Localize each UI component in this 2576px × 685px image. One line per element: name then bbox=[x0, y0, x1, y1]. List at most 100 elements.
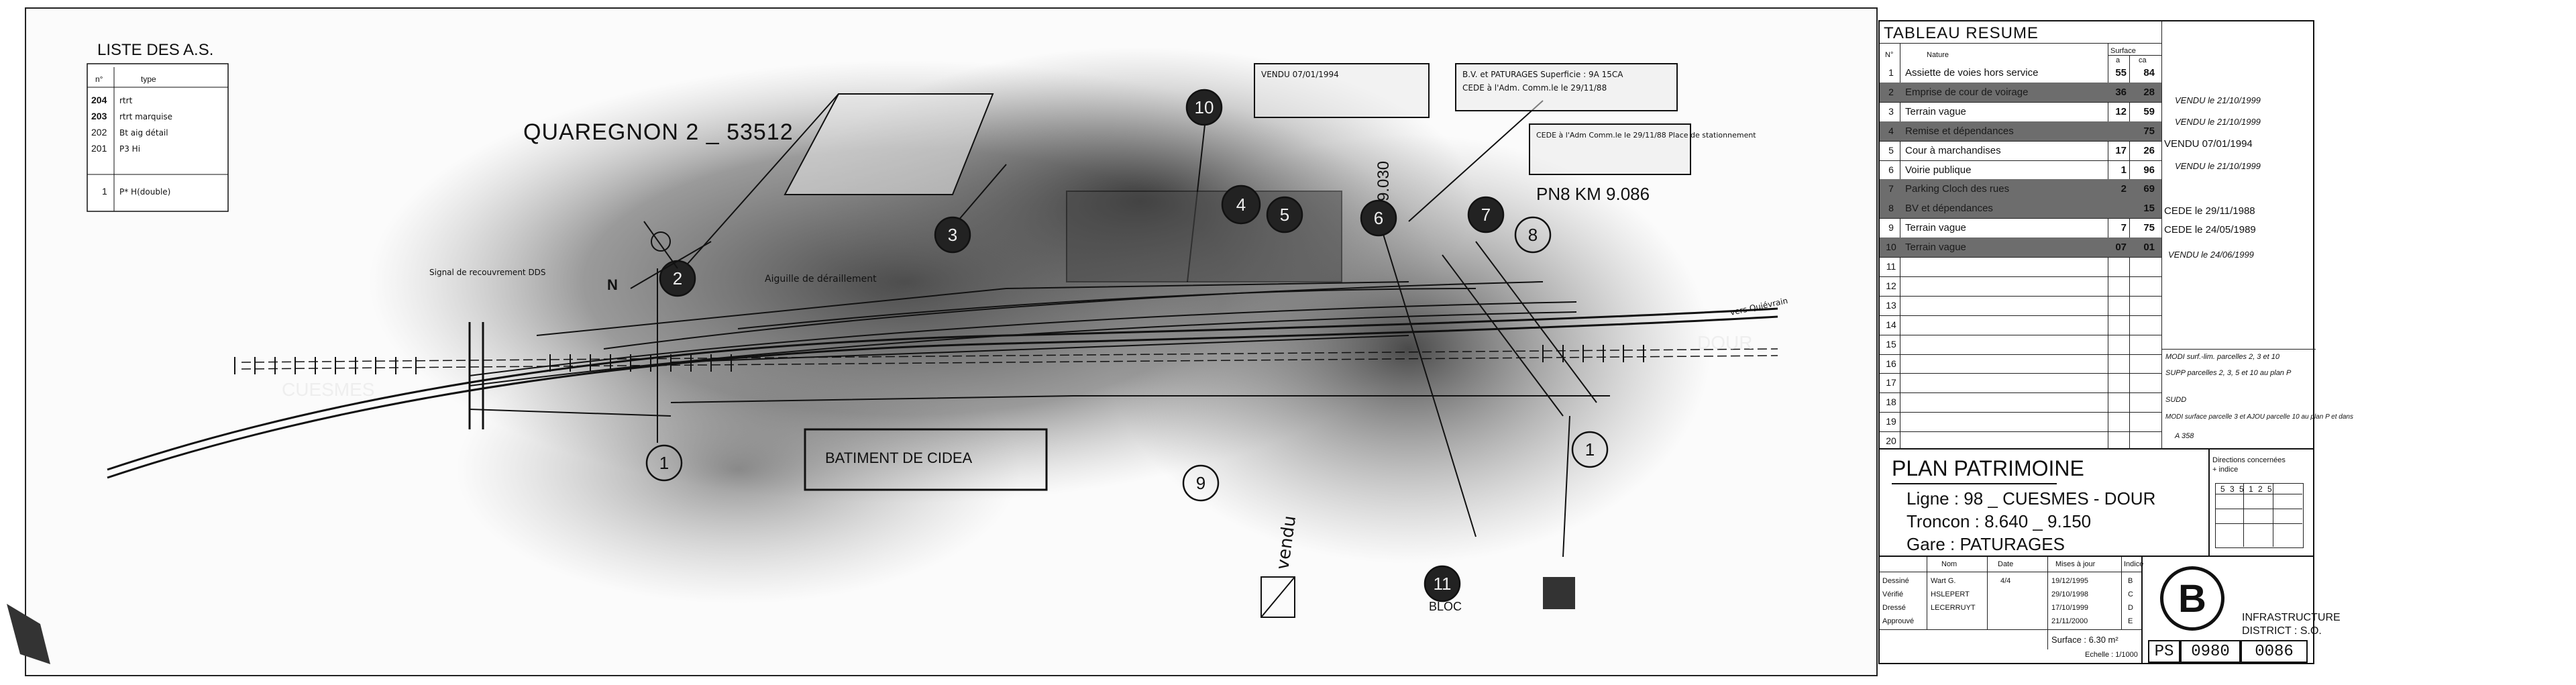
org-district: DISTRICT : S.O. bbox=[2242, 625, 2322, 637]
org-name: INFRASTRUCTURE bbox=[2242, 612, 2341, 623]
track-sleepers bbox=[234, 345, 1644, 374]
row-surface-ca: 59 bbox=[2143, 105, 2155, 117]
doc-suffix: 0086 bbox=[2241, 640, 2308, 663]
row-surface-a: 36 bbox=[2115, 86, 2127, 98]
row-number: 5 bbox=[1888, 144, 1894, 156]
plan-title: PLAN PATRIMOINE bbox=[1892, 456, 2084, 480]
row-number: 19 bbox=[1886, 416, 1896, 427]
sign-col-mises: Mises à jour bbox=[2055, 560, 2096, 568]
marker-number: 1 bbox=[1585, 439, 1595, 460]
row-surface-ca: 26 bbox=[2143, 144, 2155, 156]
summary-col-surface: Surface bbox=[2110, 47, 2136, 55]
sign-role: Approuvé bbox=[1882, 617, 1915, 625]
row-number: 18 bbox=[1886, 397, 1896, 408]
row-nature: Terrain vague bbox=[1905, 105, 1966, 117]
row-number: 8 bbox=[1888, 203, 1894, 214]
summary-row: 17 bbox=[1880, 373, 2161, 392]
summary-note: VENDU le 21/10/1999 bbox=[2175, 117, 2261, 127]
sign-idx: D bbox=[2128, 604, 2133, 612]
north-arrow-icon bbox=[630, 221, 712, 289]
sign-idx: B bbox=[2128, 577, 2133, 585]
row-number: 13 bbox=[1886, 299, 1896, 311]
summary-col-nature: Nature bbox=[1927, 51, 1949, 59]
sign-maj: 17/10/1999 bbox=[2051, 604, 2089, 612]
doc-prefix: PS bbox=[2148, 640, 2180, 663]
row-number: 7 bbox=[1888, 183, 1894, 195]
row-number: 20 bbox=[1886, 435, 1896, 447]
vendu-marker bbox=[1260, 576, 1295, 618]
sign-col-date: Date bbox=[1998, 560, 2014, 568]
summary-row: 13 bbox=[1880, 296, 2161, 315]
sign-nom: Wart G. bbox=[1931, 577, 1956, 585]
label-km: 9.030 bbox=[1375, 161, 1393, 201]
row-number: 1 bbox=[1888, 67, 1894, 78]
sign-idx: C bbox=[2128, 590, 2133, 598]
scan-shadow bbox=[456, 335, 1020, 604]
callout-box-2 bbox=[1254, 63, 1430, 118]
callout-box-4 bbox=[1529, 123, 1691, 175]
callout-text: CEDE à l'Adm. Comm.le le 29/11/88 bbox=[1462, 83, 1607, 93]
sign-col-nom: Nom bbox=[1941, 560, 1957, 568]
row-number: 3 bbox=[1888, 105, 1894, 117]
summary-row: 20 bbox=[1880, 431, 2161, 451]
sign-nom: HSLEPERT bbox=[1931, 590, 1970, 598]
directions-sub: + indice bbox=[2212, 466, 2239, 474]
summary-row: 19 bbox=[1880, 412, 2161, 431]
sign-date: 4/4 bbox=[2000, 577, 2011, 585]
marker-number: 10 bbox=[1195, 97, 1214, 117]
label-aiguille: Aiguille de déraillement bbox=[765, 274, 877, 284]
row-nature: Remise et dépendances bbox=[1905, 125, 2014, 137]
marker-number: 6 bbox=[1374, 208, 1383, 228]
summary-note: VENDU le 21/10/1999 bbox=[2175, 95, 2261, 105]
label-dour: DOUR bbox=[1697, 332, 1752, 353]
sign-role: Dessiné bbox=[1882, 577, 1909, 585]
row-number: 16 bbox=[1886, 358, 1896, 369]
marker-number: 8 bbox=[1528, 225, 1538, 245]
batiment-block bbox=[804, 428, 1048, 491]
mod-note: MODI surf.-lim. parcelles 2, 3 et 10 bbox=[2165, 353, 2279, 361]
label-pn8: PN8 KM 9.086 bbox=[1536, 184, 1650, 204]
parcel-marker-numbers: 1 2 3 4 5 6 7 8 9 10 11 1 bbox=[659, 97, 1595, 594]
row-surface-ca: 69 bbox=[2143, 183, 2155, 195]
marker-number: 4 bbox=[1236, 195, 1246, 215]
callout-box-3 bbox=[1455, 63, 1678, 111]
marker-number: 5 bbox=[1280, 205, 1289, 225]
bloc-square bbox=[1543, 577, 1575, 609]
railway-tracks bbox=[107, 241, 1778, 479]
legend-item-type: rtrt marquise bbox=[119, 112, 172, 121]
marker-number: 2 bbox=[673, 268, 682, 288]
echelle-label: Echelle : 1/1000 bbox=[2085, 651, 2138, 659]
callout-text: CEDE à l'Adm Comm.le le 29/11/88 Place d… bbox=[1536, 131, 1756, 140]
legend-item-no: 203 bbox=[91, 111, 107, 121]
legend-item-type: P3 Hi bbox=[119, 144, 140, 154]
marker-number: 9 bbox=[1196, 473, 1205, 493]
row-surface-a: 12 bbox=[2115, 105, 2127, 117]
row-surface-ca: 28 bbox=[2143, 86, 2155, 98]
row-nature: BV et dépendances bbox=[1905, 203, 1993, 215]
row-surface-a: 7 bbox=[2121, 222, 2127, 234]
legend-item-type: P* H(double) bbox=[119, 187, 170, 197]
sign-role: Vérifié bbox=[1882, 590, 1904, 598]
row-surface-ca: 75 bbox=[2143, 125, 2155, 137]
troncon-label: Troncon : 8.640 _ 9.150 bbox=[1907, 511, 2092, 531]
row-nature: Parking Cloch des rues bbox=[1905, 183, 2010, 195]
sign-maj: 29/10/1998 bbox=[2051, 590, 2089, 598]
row-nature: Voirie publique bbox=[1905, 164, 1972, 176]
row-nature: Assiette de voies hors service bbox=[1905, 67, 2039, 78]
label-signal: Signal de recouvrement DDS bbox=[429, 268, 546, 277]
legend-item-type: Bt aig détail bbox=[119, 128, 168, 138]
summary-row: 3 Terrain vague 12 59 bbox=[1880, 102, 2161, 121]
row-surface-a: 17 bbox=[2115, 144, 2127, 156]
label-bloc: BLOC bbox=[1429, 600, 1462, 613]
summary-title: TABLEAU RESUME bbox=[1884, 24, 2039, 42]
station-block bbox=[1066, 191, 1342, 282]
summary-row: 15 bbox=[1880, 335, 2161, 354]
sign-maj: 21/11/2000 bbox=[2051, 617, 2088, 625]
